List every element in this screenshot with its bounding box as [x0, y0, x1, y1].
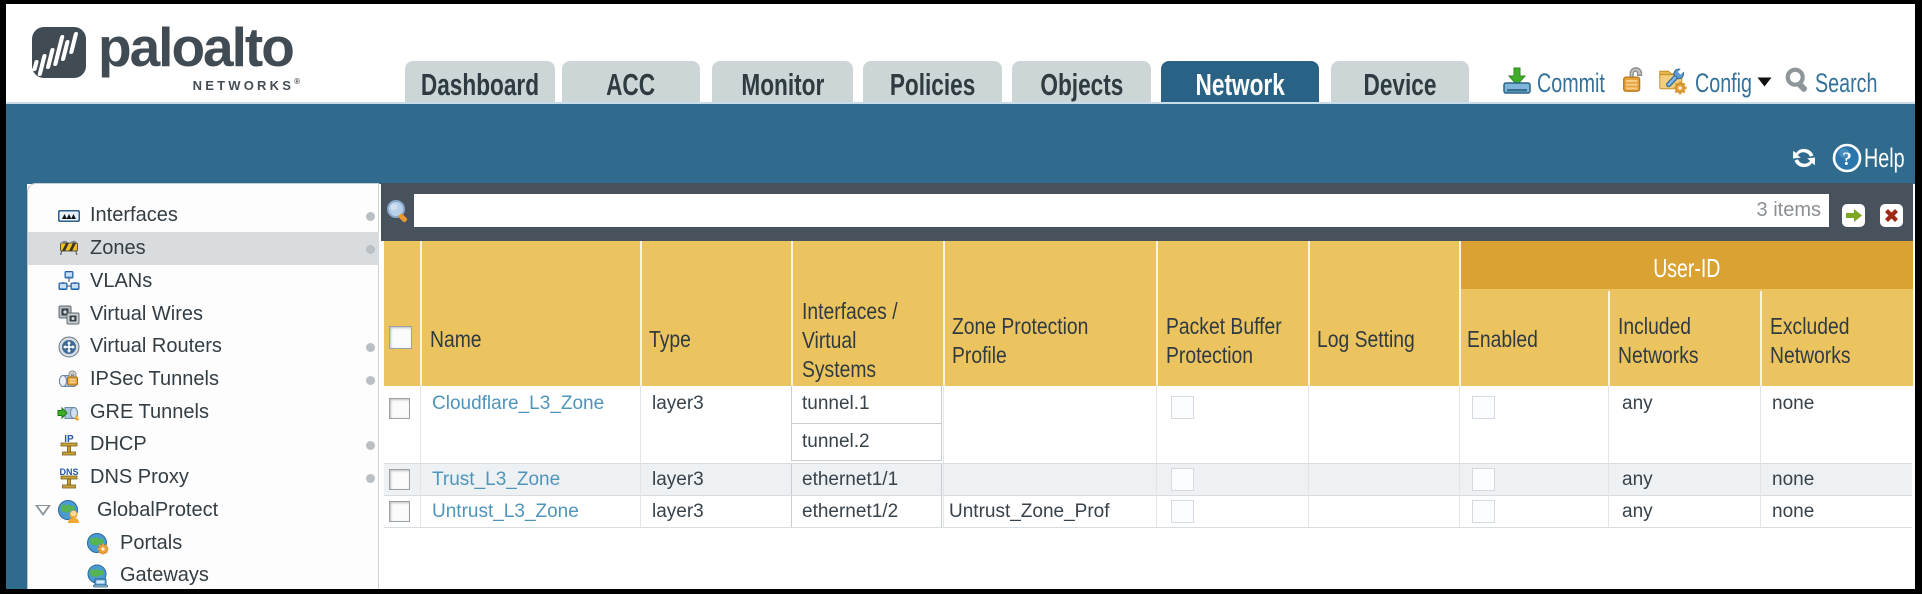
svg-text:DNS: DNS: [59, 467, 78, 477]
svg-text:IP: IP: [64, 434, 74, 445]
svg-text:?: ?: [1842, 149, 1852, 170]
